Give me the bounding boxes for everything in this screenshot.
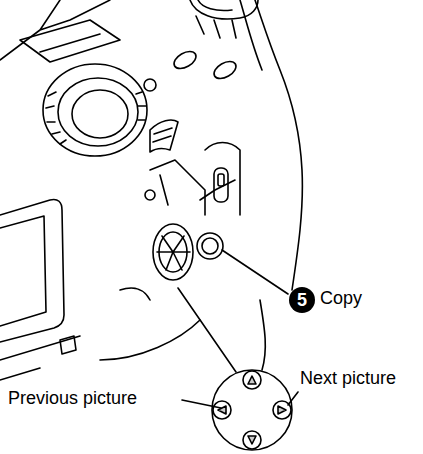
part-label: Previous picture <box>8 388 137 410</box>
part-label: Copy <box>320 288 362 310</box>
callout-number: 5 <box>289 287 315 313</box>
part-label: Next picture <box>300 368 396 390</box>
